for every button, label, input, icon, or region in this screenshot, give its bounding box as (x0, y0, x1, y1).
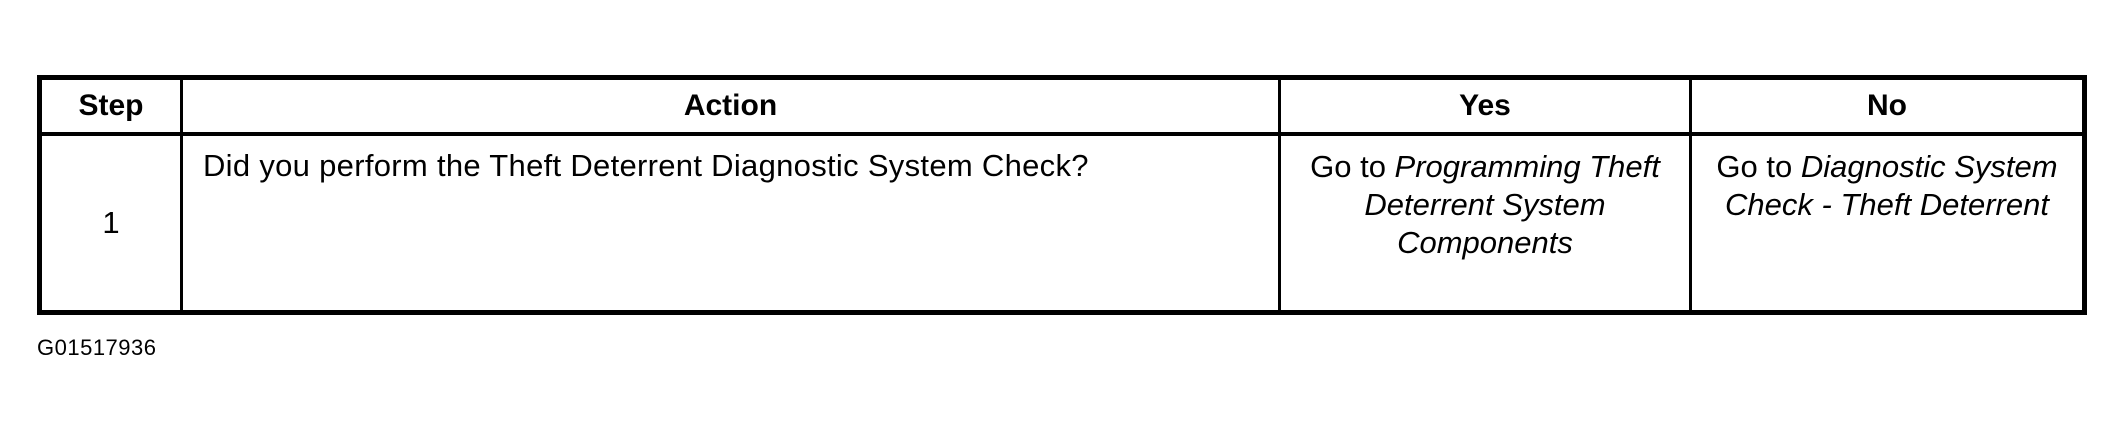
header-yes: Yes (1278, 76, 1692, 136)
header-step: Step (38, 76, 183, 136)
yes-link[interactable]: Programming Theft Deterrent System Compo… (1364, 149, 1660, 260)
no-prefix: Go to (1716, 149, 1801, 184)
yes-prefix: Go to (1310, 149, 1395, 184)
no-link[interactable]: Diagnostic System Check - Theft Deterren… (1725, 149, 2058, 222)
action-text: Did you perform the Theft Deterrent Diag… (180, 132, 1281, 314)
yes-cell: Go to Programming Theft Deterrent System… (1278, 132, 1692, 314)
figure-id: G01517936 (37, 335, 157, 360)
step-number: 1 (38, 132, 183, 314)
no-cell: Go to Diagnostic System Check - Theft De… (1689, 132, 2086, 314)
diagnostic-step-table: Step Action Yes No 1 Did you perform the… (37, 75, 2087, 315)
header-action: Action (180, 76, 1281, 136)
table-header-row: Step Action Yes No (38, 76, 2086, 136)
header-no: No (1689, 76, 2086, 136)
table-row: 1 Did you perform the Theft Deterrent Di… (38, 132, 2086, 314)
